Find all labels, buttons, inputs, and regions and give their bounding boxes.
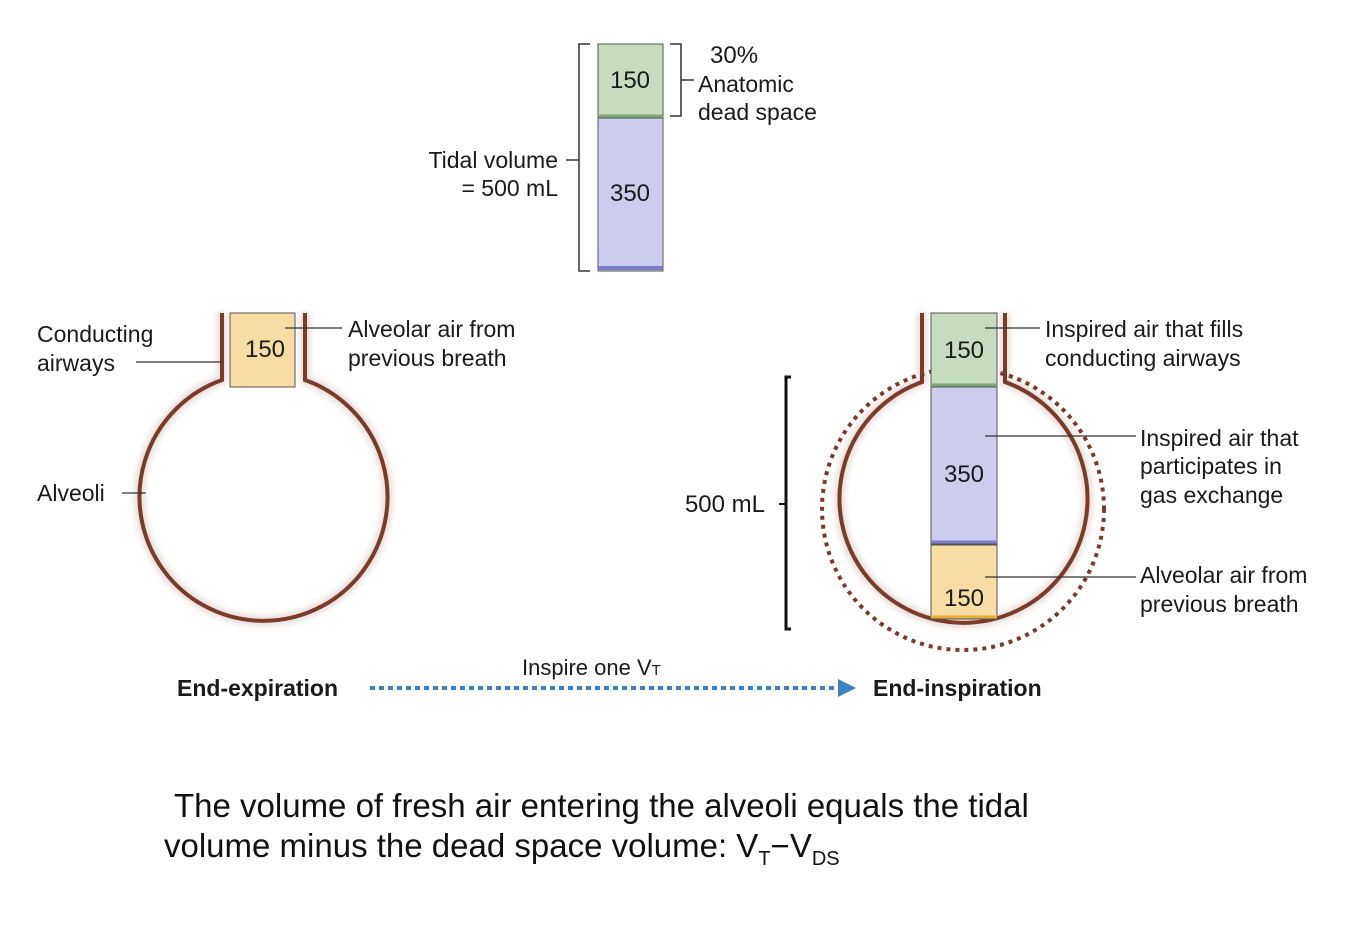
caption-line1: The volume of fresh air entering the alv… (174, 787, 1029, 824)
right-bottom-label-line1: Alveolar air from (1140, 562, 1307, 588)
end-expiration-label: End-expiration (177, 675, 338, 701)
tidal-volume-label-line2: = 500 mL (461, 175, 558, 201)
right-bottom-label-line2: previous breath (1140, 591, 1299, 617)
right-middle-label-line1: Inspired air that (1140, 425, 1299, 451)
right-alveolus-wall (837, 313, 1090, 625)
right-middle-value: 350 (944, 461, 984, 488)
right-middle-label-line2: participates in (1140, 453, 1282, 479)
fresh-air-value: 350 (610, 180, 650, 207)
caption-line2: volume minus the dead space volume: VT−V… (164, 826, 1164, 869)
tidal-volume-bar: 150 350 30% Anatomic dead space Tidal vo… (428, 42, 817, 272)
inspire-arrow-head (838, 679, 856, 697)
right-bottom-value: 150 (944, 585, 984, 612)
tidal-bracket (578, 43, 590, 272)
right-top-label-line2: conducting airways (1045, 345, 1241, 371)
right-dead-space-block (930, 312, 998, 387)
caption-sub-ds: DS (811, 848, 840, 870)
caption-sub-t: T (758, 848, 771, 870)
airways-label-line2: airways (37, 350, 115, 376)
right-alveolar-air-block (930, 544, 998, 620)
inspire-label: Inspire one VT (522, 655, 661, 680)
caption: The volume of fresh air entering the alv… (164, 786, 1164, 869)
airways-label-line1: Conducting (37, 321, 153, 347)
right-middle-label-line3: gas exchange (1140, 482, 1283, 508)
dead-space-label-line1: Anatomic (698, 71, 794, 97)
left-alveolus: 150 Conducting airways Alveoli Alveolar … (37, 312, 515, 626)
caption-minus: −V (770, 827, 812, 864)
right-top-label-line1: Inspired air that fills (1045, 316, 1243, 342)
left-box-label-line1: Alveolar air from (348, 316, 515, 342)
volume-label: 500 mL (685, 491, 765, 518)
dead-space-label-line2: dead space (698, 99, 817, 125)
fresh-air-block (597, 117, 664, 272)
left-alveolus-wall (137, 313, 390, 623)
dead-space-percent: 30% (710, 42, 758, 69)
tidal-volume-label-line1: Tidal volume (428, 147, 558, 173)
transition: End-expiration End-inspiration Inspire o… (177, 655, 1042, 701)
right-fresh-air-block (930, 386, 998, 545)
left-alveolar-air-value: 150 (245, 336, 285, 363)
dead-space-block (597, 43, 664, 118)
dead-space-bracket (670, 43, 682, 117)
volume-bracket (784, 375, 791, 631)
alveoli-label: Alveoli (37, 480, 105, 506)
dead-space-value: 150 (610, 67, 650, 94)
right-alveolus: 150 350 150 Inspired air that fills cond… (685, 312, 1307, 652)
left-alveolar-air-block (229, 312, 296, 388)
caption-line2-text: volume minus the dead space volume: V (164, 827, 759, 864)
end-inspiration-label: End-inspiration (873, 675, 1042, 701)
left-box-label-line2: previous breath (348, 345, 507, 371)
right-top-value: 150 (944, 337, 984, 364)
expanded-alveolus-outline (820, 366, 1106, 652)
